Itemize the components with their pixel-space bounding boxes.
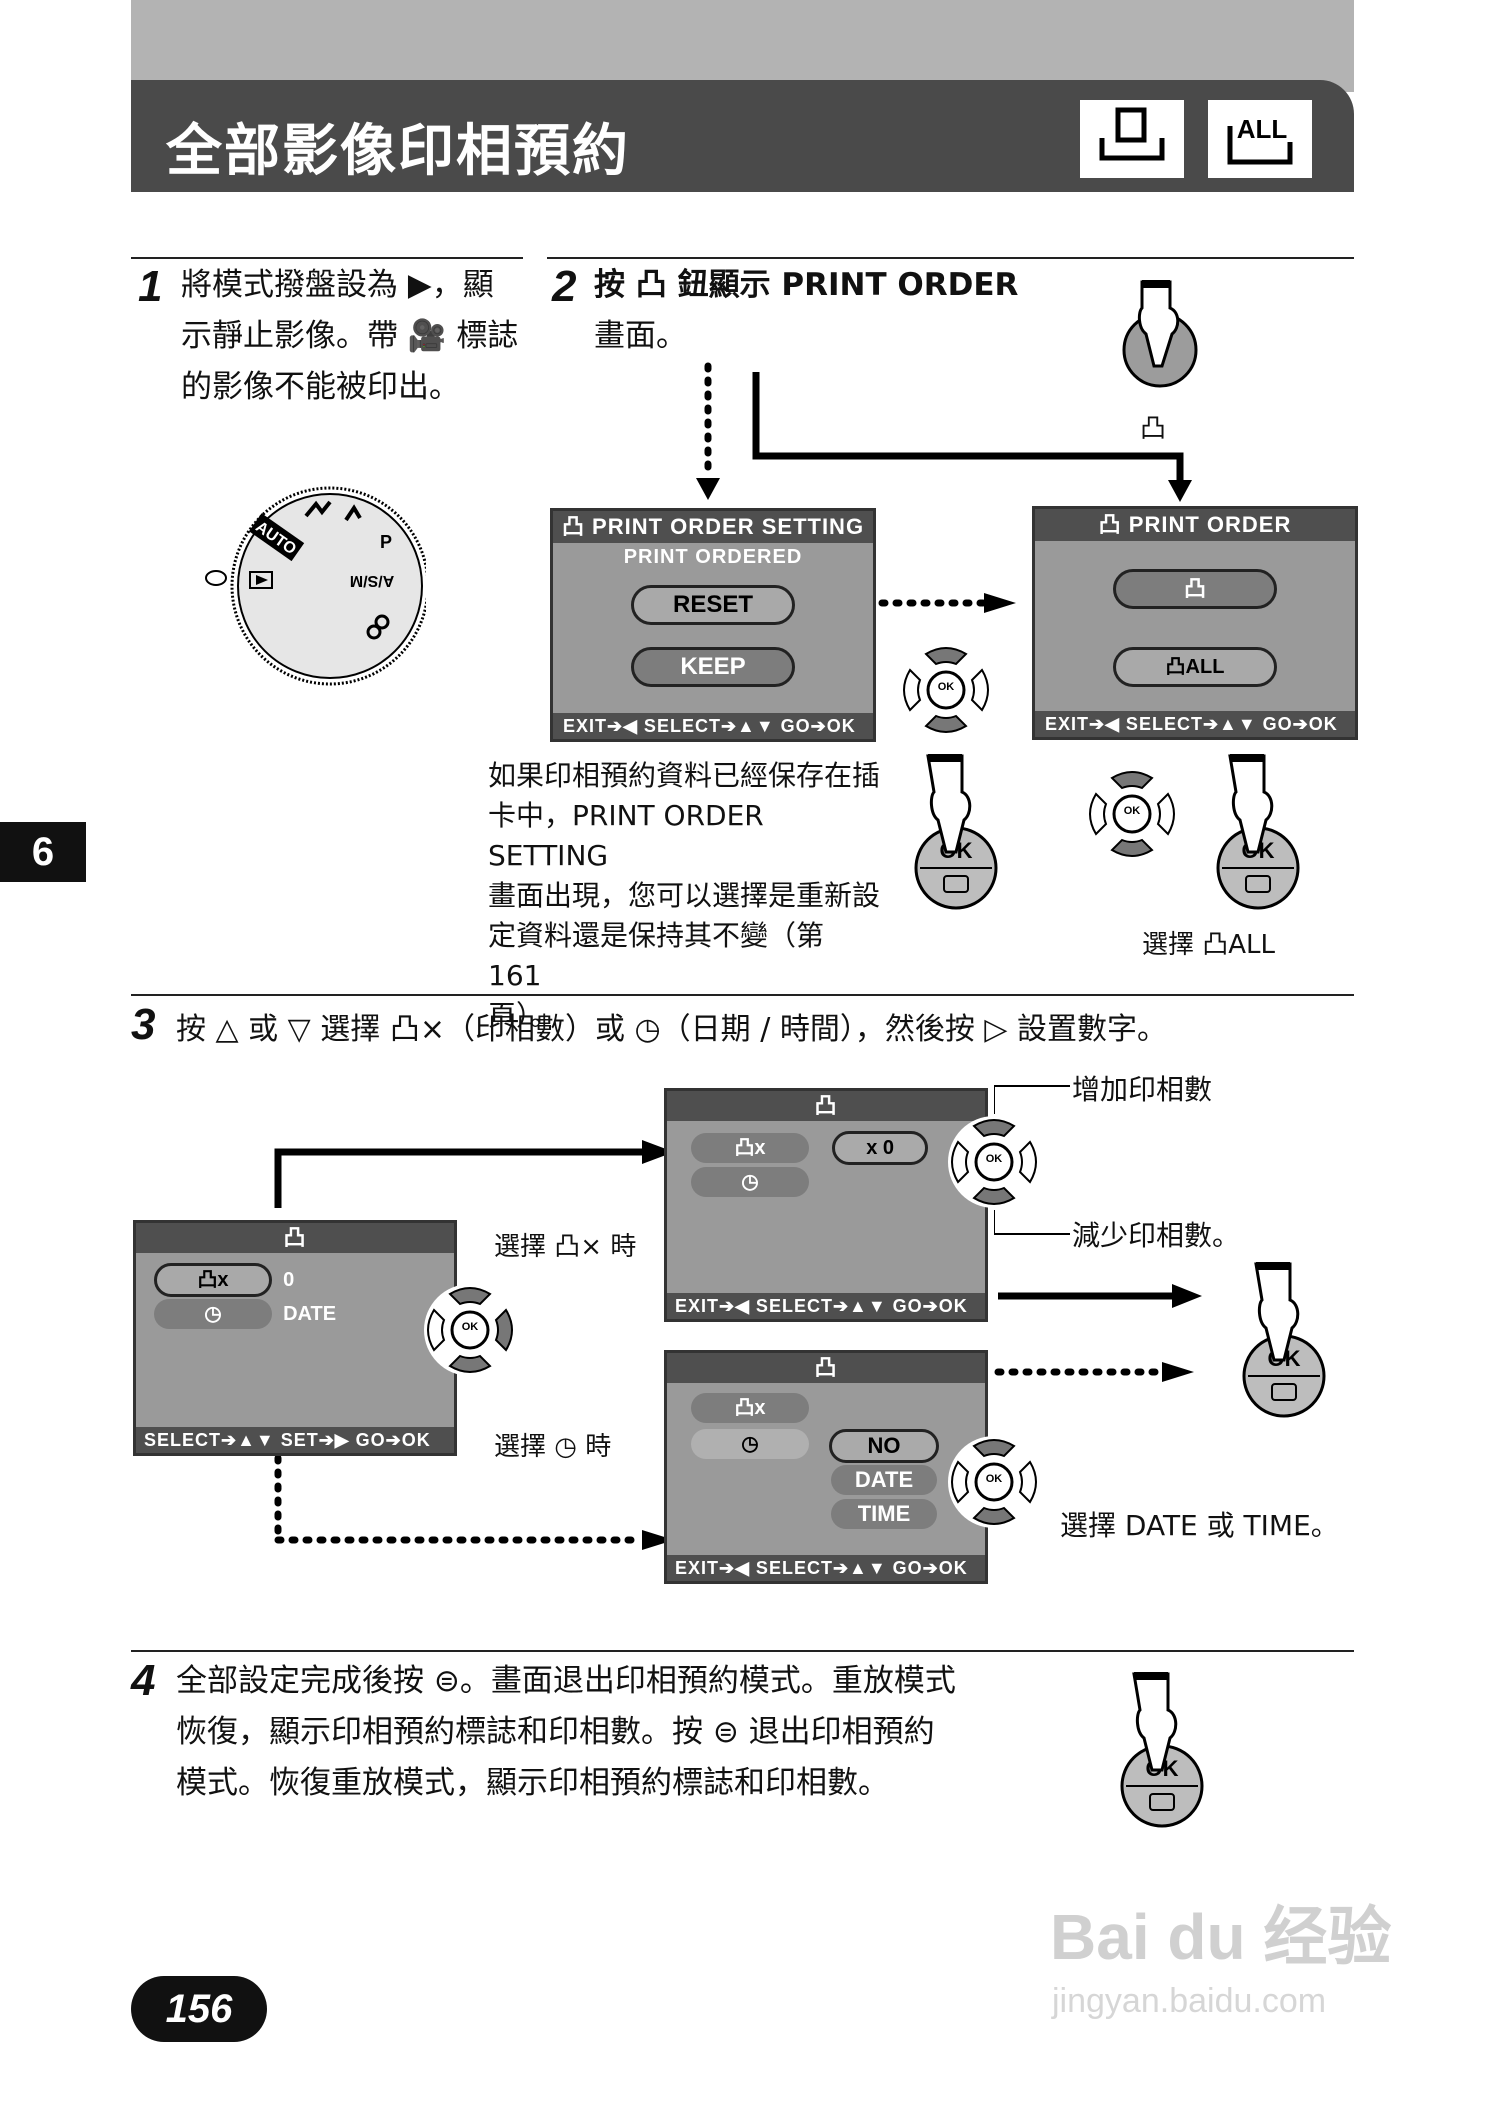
screen-footer: EXIT➔◀ SELECT➔▲▼ GO➔OK — [667, 1555, 985, 1581]
date-option[interactable]: DATE — [831, 1465, 937, 1495]
step4-number: 4 — [131, 1656, 156, 1705]
all-print-option[interactable]: 凸ALL — [1113, 647, 1277, 687]
svg-text:OK: OK — [462, 1321, 479, 1333]
header-top-band — [131, 0, 1354, 92]
note-line: 定資料還是保持其不變（第 161 — [488, 919, 825, 992]
screen-title-icon: 凸 — [136, 1223, 454, 1253]
screen-footer: EXIT➔◀ SELECT➔▲▼ GO➔OK — [1035, 711, 1355, 737]
step4-line1: 全部設定完成後按 ⊜。畫面退出印相預約模式。重放模式 — [176, 1663, 956, 1699]
print-single-icon — [1080, 100, 1184, 178]
note-line: 畫面出現，您可以選擇是重新設 — [488, 879, 881, 912]
caption-prints: 選擇 凸× 時 — [494, 1232, 637, 1262]
step3-rule — [131, 994, 1354, 996]
arrow-pad[interactable]: OK — [896, 640, 996, 744]
ok-button-press[interactable]: OK — [1208, 752, 1308, 916]
screen-title-icon: 凸 — [667, 1091, 985, 1121]
date-row[interactable]: ◷ DATE — [154, 1299, 454, 1329]
date-time-screen: 凸 凸x ◷ NO DATE TIME EXIT➔◀ SELECT➔▲▼ GO➔… — [664, 1350, 988, 1584]
svg-text:OK: OK — [1124, 805, 1141, 817]
step1-text: 將模式撥盤設為 ▶，顯 示靜止影像。帶 🎥 標誌 的影像不能被印出。 — [181, 260, 518, 413]
step3-text: 按 △ 或 ▽ 選擇 凸×（印相數）或 ◷（日期 / 時間），然後按 ▷ 設置數… — [176, 1012, 1167, 1047]
watermark-brand: Bai du 经验 — [1050, 1901, 1392, 1973]
screen-title-icon: 凸 — [667, 1353, 985, 1383]
svg-text:OK: OK — [986, 1153, 1003, 1165]
step3-flow-arrows — [274, 1140, 1202, 1550]
screen-footer: EXIT➔◀ SELECT➔▲▼ GO➔OK — [553, 713, 873, 739]
keep-option[interactable]: KEEP — [631, 647, 795, 687]
prints-value: 0 — [283, 1269, 295, 1291]
step4-line3: 模式。恢復重放模式，顯示印相預約標誌和印相數。 — [176, 1765, 889, 1801]
step1-line2: 示靜止影像。帶 🎥 標誌 — [181, 318, 519, 354]
step4-rule — [131, 1650, 1354, 1652]
ok-button-press[interactable]: OK — [1112, 1670, 1212, 1834]
print-all-icon: ALL — [1208, 100, 1312, 178]
step2-line1: 按 凸 鈕顯示 PRINT ORDER — [594, 267, 1019, 303]
svg-text:P: P — [380, 532, 392, 552]
watermark-url: jingyan.baidu.com — [1052, 1982, 1327, 2020]
select-all-caption: 選擇 凸ALL — [1142, 930, 1276, 960]
step2-number: 2 — [552, 262, 577, 311]
note-line: 頁）。 — [488, 999, 559, 1032]
prints-label: 凸x — [691, 1393, 809, 1423]
note-line: 卡中，PRINT ORDER SETTING — [488, 799, 764, 872]
clock-icon: ◷ — [691, 1167, 809, 1197]
print-button-press[interactable] — [1110, 278, 1210, 392]
reset-option[interactable]: RESET — [631, 585, 795, 625]
arrow-pad[interactable]: OK — [1082, 764, 1182, 868]
ok-button-press[interactable]: OK — [906, 752, 1006, 916]
screen-footer: EXIT➔◀ SELECT➔▲▼ GO➔OK — [667, 1293, 985, 1319]
print-button-label: 凸 — [1140, 414, 1167, 444]
dotted-arrow — [878, 593, 1016, 613]
step1-number: 1 — [138, 262, 163, 311]
svg-text:A/S/M: A/S/M — [350, 572, 394, 589]
date-time-caption: 選擇 DATE 或 TIME。 — [1060, 1509, 1339, 1542]
screen-footer: SELECT➔▲▼ SET➔▶ GO➔OK — [136, 1427, 454, 1453]
decrease-label: 減少印相數。 — [1072, 1219, 1241, 1252]
svg-text:ALL: ALL — [1237, 114, 1288, 144]
page-title: 全部影像印相預約 — [166, 119, 630, 184]
page-number: 156 — [131, 1976, 267, 2042]
step2-note: 如果印相預約資料已經保存在插 卡中，PRINT ORDER SETTING 畫面… — [488, 756, 880, 1036]
clock-icon: ◷ — [154, 1299, 272, 1329]
callout-lines — [994, 1085, 1070, 1235]
screen-subtitle: PRINT ORDERED — [623, 546, 803, 568]
step2-flow-arrows — [696, 362, 1192, 502]
clock-icon: ◷ — [691, 1429, 809, 1459]
print-order-screen: 凸 PRINT ORDER 凸 凸ALL EXIT➔◀ SELECT➔▲▼ GO… — [1032, 506, 1358, 740]
screen-title: 凸 PRINT ORDER SETTING — [553, 511, 873, 543]
print-order-setting-screen: 凸 PRINT ORDER SETTING PRINT ORDERED RESE… — [550, 508, 876, 742]
step4-line2: 恢復，顯示印相預約標誌和印相數。按 ⊜ 退出印相預約 — [176, 1714, 935, 1750]
chapter-tab: 6 — [0, 822, 86, 882]
mode-dial[interactable]: AUTO P A/S/M — [196, 486, 430, 700]
prints-count-screen: 凸 凸x x 0 ◷ EXIT➔◀ SELECT➔▲▼ GO➔OK — [664, 1088, 988, 1322]
prints-count-value[interactable]: x 0 — [832, 1131, 929, 1165]
screen-title: 凸 PRINT ORDER — [1035, 509, 1355, 541]
step1-line1: 將模式撥盤設為 ▶，顯 — [181, 267, 494, 303]
step1-rule — [131, 257, 523, 259]
ok-button-press[interactable]: OK — [1234, 1260, 1334, 1424]
step3-number: 3 — [131, 1000, 156, 1049]
print-settings-screen: 凸 凸x 0 ◷ DATE SELECT➔▲▼ SET➔▶ GO➔OK — [133, 1220, 457, 1456]
single-print-option[interactable]: 凸 — [1113, 569, 1277, 609]
arrow-pad[interactable]: OK — [420, 1280, 520, 1384]
step4-text: 全部設定完成後按 ⊜。畫面退出印相預約模式。重放模式 恢復，顯示印相預約標誌和印… — [176, 1656, 956, 1809]
caption-date: 選擇 ◷ 時 — [494, 1432, 612, 1462]
no-option[interactable]: NO — [829, 1429, 939, 1463]
note-line: 如果印相預約資料已經保存在插 — [488, 759, 881, 792]
step2-line2: 畫面。 — [594, 318, 687, 354]
prints-row[interactable]: 凸x 0 — [154, 1263, 454, 1297]
time-option[interactable]: TIME — [831, 1499, 937, 1529]
increase-label: 增加印相數 — [1072, 1073, 1213, 1106]
svg-text:OK: OK — [938, 681, 955, 693]
step2-rule — [547, 257, 1354, 259]
svg-text:OK: OK — [986, 1473, 1003, 1485]
date-value: DATE — [283, 1303, 337, 1325]
step2-text: 按 凸 鈕顯示 PRINT ORDER 畫面。 — [594, 260, 1018, 362]
arrow-pad[interactable]: OK — [944, 1112, 1044, 1216]
step1-line3: 的影像不能被印出。 — [181, 369, 460, 405]
arrow-pad[interactable]: OK — [944, 1432, 1044, 1536]
prints-label: 凸x — [691, 1133, 809, 1163]
prints-row[interactable]: 凸x x 0 — [691, 1131, 929, 1165]
prints-label: 凸x — [154, 1263, 272, 1297]
